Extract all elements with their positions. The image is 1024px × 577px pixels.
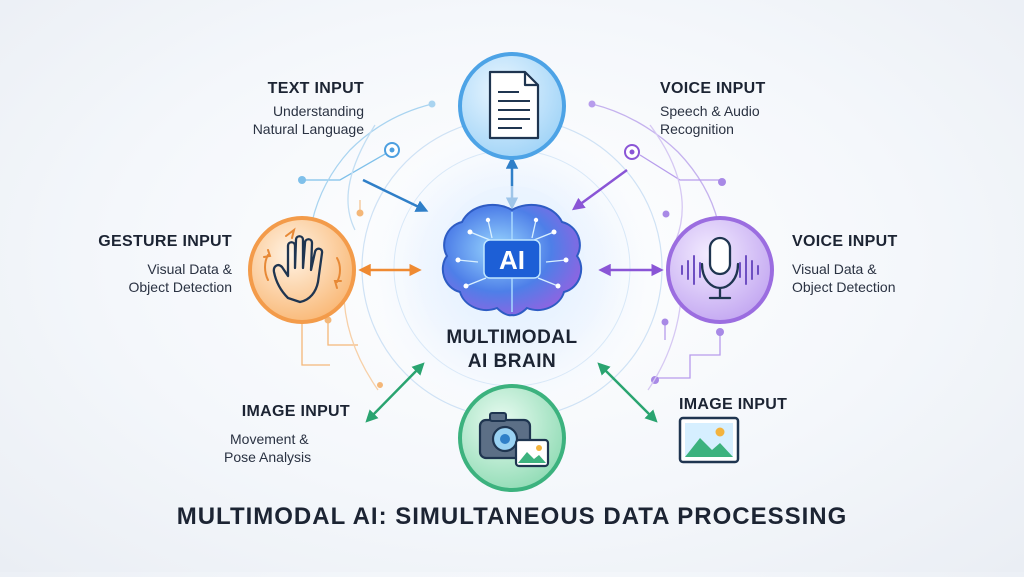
ai-badge: AI [499, 245, 525, 275]
image-input-left-heading: IMAGE INPUT [241, 403, 350, 420]
image-input-node [458, 384, 566, 492]
voice-input-top-label: VOICE INPUT Speech & Audio Recognition [660, 80, 830, 138]
voice-input-right-label: VOICE INPUT Visual Data & Object Detecti… [792, 233, 962, 296]
voice-input-top-desc-2: Recognition [660, 121, 734, 137]
footer-title: MULTIMODAL AI: SIMULTANEOUS DATA PROCESS… [176, 503, 848, 530]
text-input-desc-2: Natural Language [252, 121, 364, 137]
center-title-line-1: MULTIMODAL [446, 327, 578, 348]
voice-input-node [666, 216, 774, 324]
voice-input-top-heading: VOICE INPUT [660, 80, 766, 97]
sound-wave-icon [681, 255, 759, 285]
center-title-line-2: AI BRAIN [467, 351, 557, 372]
gesture-input-heading: GESTURE INPUT [98, 233, 232, 250]
hand-icon [272, 235, 324, 304]
voice-input-right-desc-1: Visual Data & [792, 261, 877, 277]
motion-arrows-icon [263, 227, 342, 289]
image-input-left-label: IMAGE INPUT Movement & Pose Analysis [200, 403, 350, 466]
voice-input-right-desc-2: Object Detection [792, 279, 896, 295]
gesture-input-node [248, 216, 356, 324]
document-icon [488, 70, 540, 140]
arrow-voice-to-brain [571, 168, 628, 211]
text-input-heading: TEXT INPUT [267, 80, 364, 97]
arrow-text-to-brain [362, 178, 429, 212]
arrow-image-right-bidirectional [597, 362, 658, 423]
gesture-input-label: GESTURE INPUT Visual Data & Object Detec… [80, 233, 232, 296]
picture-icon [514, 438, 550, 468]
voice-input-right-heading: VOICE INPUT [792, 233, 898, 250]
center-title: MULTIMODAL AI BRAIN [412, 326, 612, 374]
ai-brain-icon: AI [440, 186, 584, 330]
text-input-label: TEXT INPUT Understanding Natural Languag… [214, 80, 364, 138]
voice-input-top-desc-1: Speech & Audio [660, 103, 760, 119]
landscape-image-icon [678, 416, 740, 464]
image-input-left-desc-1: Movement & [230, 431, 309, 447]
image-input-right-heading: IMAGE INPUT [679, 396, 788, 413]
image-input-right-label: IMAGE INPUT [679, 396, 829, 414]
microphone-icon [700, 236, 740, 300]
text-input-desc-1: Understanding [272, 103, 364, 119]
text-input-node [458, 52, 566, 160]
image-input-left-desc-2: Pose Analysis [224, 449, 312, 465]
gesture-input-desc-1: Visual Data & [147, 261, 232, 277]
arrow-image-left-bidirectional [365, 362, 425, 423]
gesture-input-desc-2: Object Detection [128, 279, 233, 295]
